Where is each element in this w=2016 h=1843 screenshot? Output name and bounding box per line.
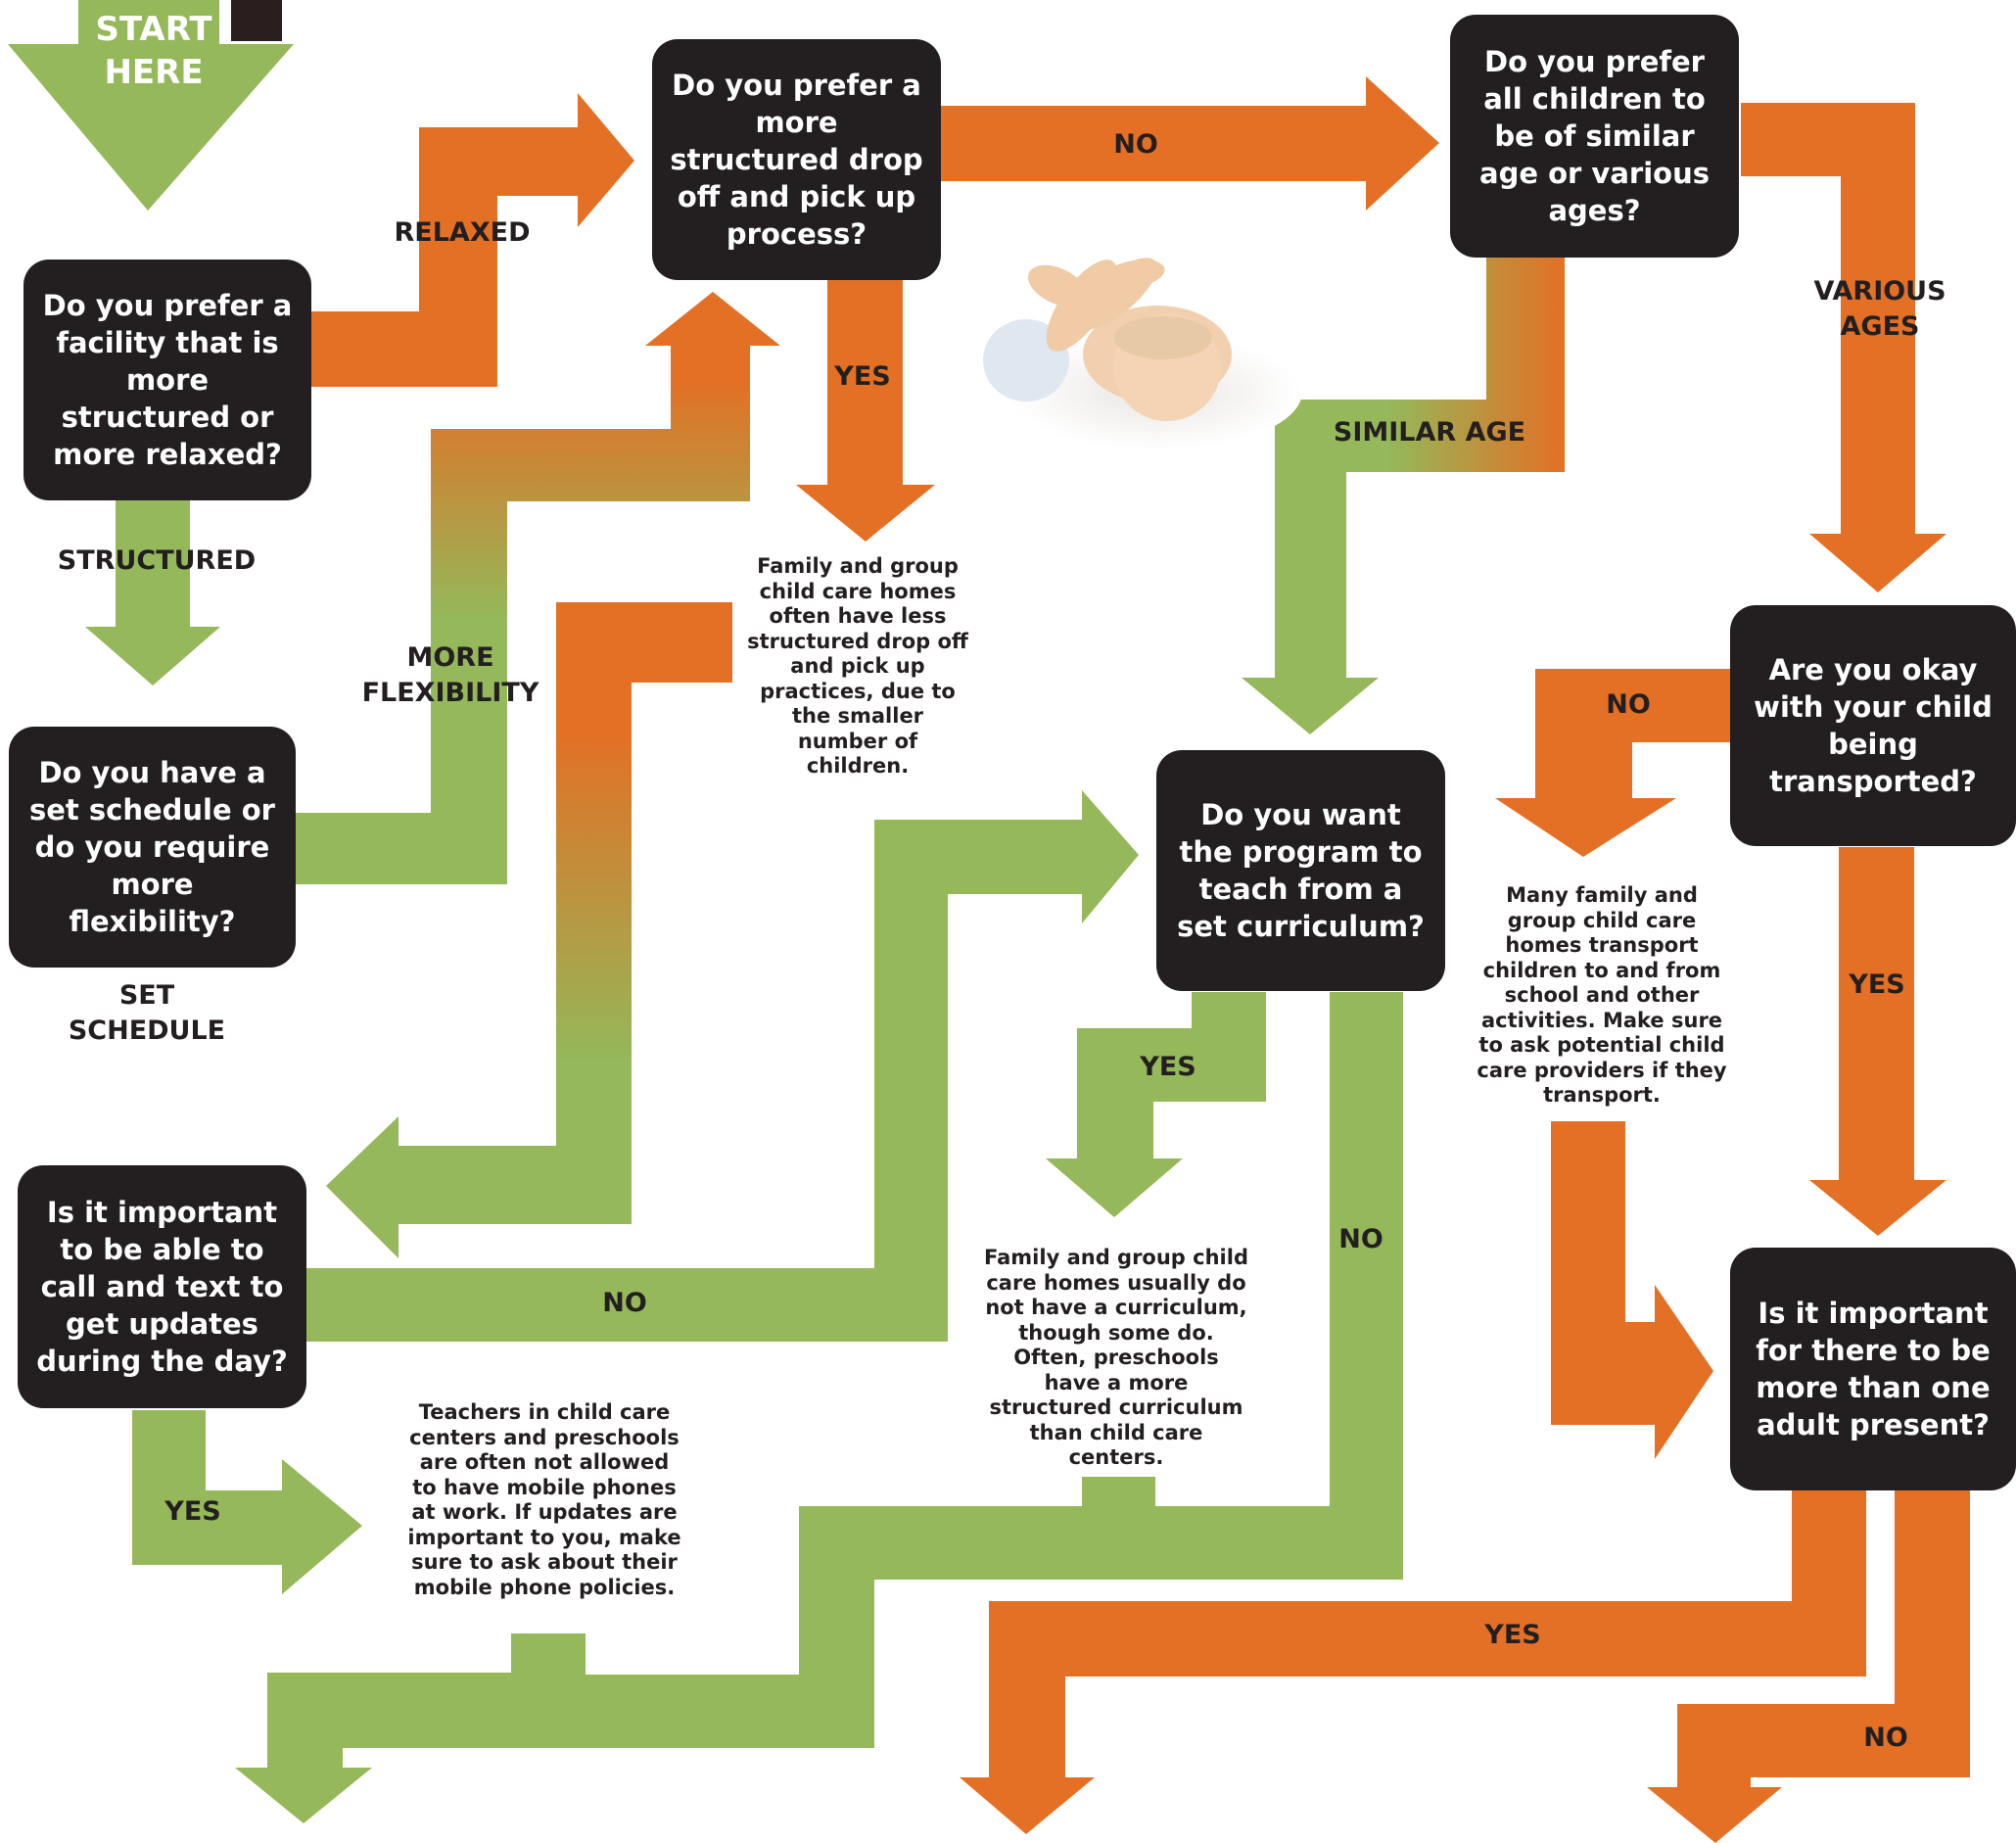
baby-photo — [983, 258, 1302, 450]
question-transport: Are you okay with your child being trans… — [1730, 605, 2016, 846]
label-dropoff-no: NO — [1113, 129, 1158, 160]
note-transport: Many family and group child care homes t… — [1477, 883, 1727, 1107]
label-similar-age: SIMILAR AGE — [1333, 417, 1526, 448]
transport-no-arrow — [1495, 669, 1731, 857]
label-updates-no: NO — [602, 1288, 647, 1318]
transport-yes-stem — [1839, 847, 1914, 1180]
structured-head — [85, 627, 220, 685]
label-transport-yes: YES — [1849, 969, 1905, 1000]
question-curriculum: Do you want the program to teach from a … — [1156, 750, 1445, 991]
question-facility: Do you prefer a facility that is more st… — [23, 260, 311, 500]
label-various-ages: VARIOUS AGES — [1802, 274, 1958, 345]
dropoff-no-head — [1366, 76, 1439, 211]
label-curriculum-no: NO — [1338, 1224, 1383, 1254]
relaxed-arrow — [311, 93, 634, 387]
start-line-1: START — [95, 10, 212, 49]
question-schedule: Do you have a set schedule or do you req… — [9, 727, 296, 968]
structured-stem — [116, 495, 190, 627]
note-dropoff: Family and group child care homes often … — [747, 554, 968, 778]
label-set-sched-1: SET — [118, 980, 175, 1011]
label-curriculum-yes: YES — [1140, 1052, 1196, 1082]
question-updates: Is it important to be able to call and t… — [18, 1165, 306, 1408]
note-curriculum: Family and group child care homes usuall… — [984, 1246, 1248, 1469]
more-flexibility-arrow — [294, 292, 780, 884]
start-photo — [231, 0, 282, 41]
start-here-arrow — [8, 0, 294, 211]
curriculum-yes-arrow — [1046, 992, 1266, 1217]
start-line-2: HERE — [104, 53, 204, 92]
adults-no-arrow — [1647, 1489, 1970, 1843]
various-ages-arrow — [1741, 103, 1946, 592]
label-transport-no: NO — [1606, 689, 1651, 720]
dropoff-yes-stem — [827, 279, 903, 485]
label-various-ages-2: AGES — [1840, 311, 1920, 342]
label-more-flexibility: MORE FLEXIBILITY — [348, 640, 553, 711]
back-arrow — [326, 602, 732, 1258]
updates-no-arrow — [305, 790, 1139, 1342]
label-adults-yes: YES — [1484, 1620, 1541, 1650]
label-more-flex-1: MORE — [406, 642, 494, 673]
question-dropoff: Do you prefer a more structured drop off… — [652, 39, 941, 280]
question-ages: Do you prefer all children to be of simi… — [1450, 15, 1739, 258]
label-updates-yes: YES — [164, 1496, 221, 1527]
label-various-ages-1: VARIOUS — [1813, 276, 1946, 307]
transport-yes-head — [1809, 1180, 1946, 1236]
updates-yes-arrow — [132, 1410, 362, 1594]
label-adults-no: NO — [1863, 1723, 1908, 1753]
label-dropoff-yes: YES — [834, 361, 891, 392]
curriculum-no-arrow — [235, 992, 1403, 1823]
dropoff-no-stem — [935, 106, 1366, 181]
label-set-sched-2: SCHEDULE — [68, 1016, 226, 1046]
label-relaxed: RELAXED — [394, 217, 531, 248]
dropoff-yes-head — [796, 485, 935, 542]
start-here-label: START HERE — [90, 8, 217, 94]
adults-yes-arrow — [960, 1489, 1866, 1834]
similar-age-arrow — [1242, 257, 1565, 734]
label-more-flex-2: FLEXIBILITY — [361, 678, 539, 708]
question-adults: Is it important for there to be more tha… — [1730, 1248, 2016, 1490]
label-structured: STRUCTURED — [57, 545, 257, 576]
note-updates: Teachers in child care centers and presc… — [407, 1400, 681, 1599]
label-set-schedule: SET SCHEDULE — [59, 978, 235, 1049]
transport-note-arrow — [1551, 1121, 1713, 1459]
